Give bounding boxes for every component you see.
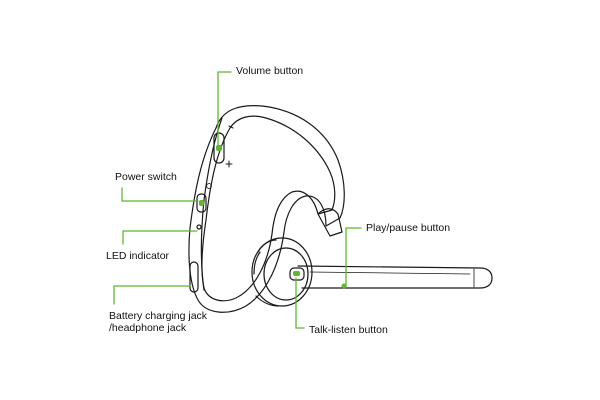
talk-listen-highlight (293, 271, 300, 276)
leader-volume (217, 71, 232, 149)
control-highlights (199, 145, 347, 289)
label-battery-line2: /headphone jack (109, 322, 187, 334)
headset-illustration (188, 105, 493, 313)
label-talk-listen-button: Talk-listen button (309, 324, 388, 336)
label-power-switch: Power switch (115, 171, 177, 183)
volume-rocker-shape (213, 132, 225, 164)
ear-gel-ridges (253, 239, 279, 307)
boom-microphone (297, 265, 493, 289)
power-highlight (199, 200, 204, 206)
leader-lines (113, 71, 362, 329)
leader-talk (295, 277, 305, 329)
volume-minus-mark (228, 125, 234, 129)
ear-gel-inner (263, 247, 309, 301)
housing-side-edge (200, 117, 223, 291)
boom-highlight (309, 271, 471, 275)
headset-housing-inner (201, 115, 336, 302)
talk-listen-button-shape (289, 267, 305, 281)
volume-plus-mark (225, 160, 233, 168)
power-symbol-icon (206, 183, 212, 189)
label-play-pause-button: Play/pause button (366, 222, 451, 234)
label-led-indicator: LED indicator (106, 250, 170, 262)
volume-highlight (216, 145, 222, 151)
play-pause-highlight (341, 283, 347, 289)
label-battery-charging-jack: Battery charging jack /headphone jack (109, 310, 207, 334)
headset-housing-outer (188, 105, 345, 313)
label-volume-button: Volume button (236, 65, 304, 77)
led-indicator-shape (196, 224, 202, 230)
leader-play (345, 227, 362, 287)
charging-jack-shape (189, 261, 199, 293)
power-switch-shape (196, 193, 207, 213)
ear-hook (317, 208, 343, 237)
label-battery-line1: Battery charging jack (109, 310, 208, 322)
leader-battery (113, 285, 191, 305)
leader-power (121, 187, 199, 202)
leader-led (122, 230, 198, 245)
